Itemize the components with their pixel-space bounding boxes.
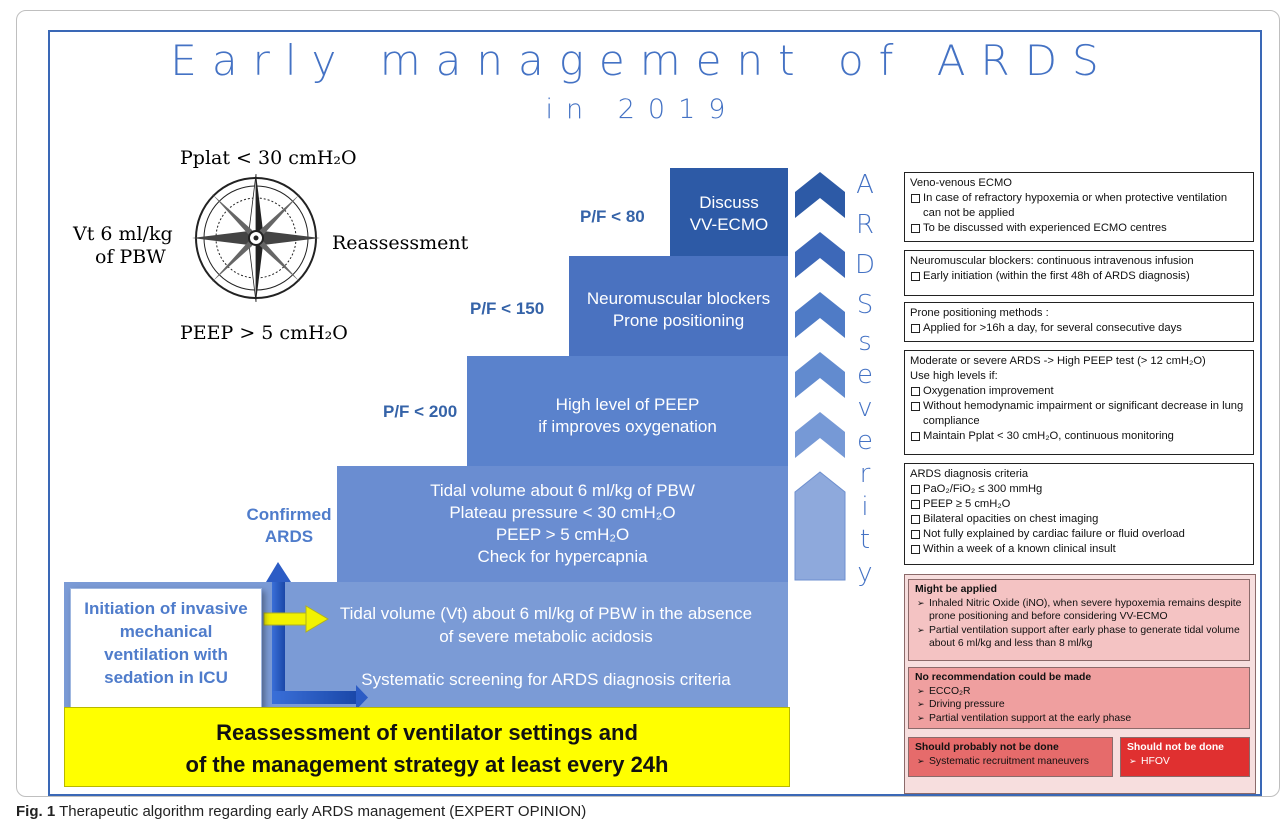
initiation-box: Initiation of invasive mechanical ventil… bbox=[70, 588, 262, 722]
severity-chevrons-icon bbox=[794, 172, 846, 581]
severity-letter: A bbox=[856, 170, 874, 200]
severity-letter: e bbox=[857, 426, 873, 456]
step-confirmed: Tidal volume about 6 ml/kg of PBW Platea… bbox=[337, 466, 788, 582]
might-item: Inhaled Nitric Oxide (iNO), when severe … bbox=[915, 597, 1243, 624]
compass-left-label-1: Vt 6 ml/kg bbox=[73, 223, 173, 245]
subtitle: in 2019 bbox=[545, 94, 739, 125]
pf200-label: P/F < 200 bbox=[383, 402, 458, 421]
severity-letter: i bbox=[861, 492, 869, 522]
step-base-line2: of severe metabolic acidosis bbox=[439, 627, 653, 646]
prone-box: Prone positioning methods : Applied for … bbox=[904, 302, 1254, 342]
figure-panel bbox=[48, 30, 1262, 796]
step-confirmed-line2: Plateau pressure < 30 cmH₂O bbox=[449, 503, 676, 522]
step-pf80-line2: VV-ECMO bbox=[689, 215, 769, 234]
step-pf200-line1: High level of PEEP bbox=[555, 395, 700, 414]
severity-letter: t bbox=[859, 525, 871, 555]
reassessment-line1: Reassessment of ventilator settings and bbox=[216, 720, 638, 745]
step-pf200: High level of PEEP if improves oxygenati… bbox=[467, 356, 788, 466]
criteria-item: PaO₂/FiO₂ ≤ 300 mmHg bbox=[910, 482, 1248, 497]
ecmo-item: In case of refractory hypoxemia or when … bbox=[910, 191, 1248, 221]
norec-box: No recommendation could be made ECCO₂R D… bbox=[908, 667, 1250, 729]
severity-letter: y bbox=[857, 558, 873, 588]
criteria-item: Not fully explained by cardiac failure o… bbox=[910, 527, 1248, 542]
might-title: Might be applied bbox=[915, 584, 997, 595]
pathway-arrows-icon bbox=[266, 562, 368, 710]
step-pf150: Neuromuscular blockers Prone positioning bbox=[569, 256, 788, 356]
compass-rose-icon bbox=[190, 172, 322, 304]
peep-title: Moderate or severe ARDS -> High PEEP tes… bbox=[910, 355, 1206, 367]
caption-text: Therapeutic algorithm regarding early AR… bbox=[59, 803, 587, 820]
criteria-item: Bilateral opacities on chest imaging bbox=[910, 512, 1248, 527]
criteria-item: Within a week of a known clinical insult bbox=[910, 542, 1248, 557]
yellow-arrow-icon bbox=[263, 605, 329, 633]
not-item: HFOV bbox=[1127, 755, 1243, 769]
reassessment-banner: Reassessment of ventilator settings and … bbox=[64, 707, 790, 787]
norec-item: Driving pressure bbox=[915, 698, 1243, 712]
step-pf200-line2: if improves oxygenation bbox=[538, 417, 717, 436]
peep-box: Moderate or severe ARDS -> High PEEP tes… bbox=[904, 350, 1254, 455]
severity-letter: D bbox=[854, 250, 876, 280]
norec-item: Partial ventilation support at the early… bbox=[915, 712, 1243, 726]
prone-title: Prone positioning methods : bbox=[910, 307, 1049, 319]
prone-item: Applied for >16h a day, for several cons… bbox=[910, 321, 1248, 336]
nmb-box: Neuromuscular blockers: continuous intra… bbox=[904, 250, 1254, 296]
step-base-line3: Systematic screening for ARDS diagnosis … bbox=[361, 670, 731, 689]
criteria-title: ARDS diagnosis criteria bbox=[910, 468, 1029, 480]
severity-letter: S bbox=[856, 290, 874, 320]
nmb-item: Early initiation (within the first 48h o… bbox=[910, 269, 1248, 284]
probnot-item: Systematic recruitment maneuvers bbox=[915, 755, 1106, 769]
pf150-label: P/F < 150 bbox=[470, 299, 545, 318]
reassessment-line2: of the management strategy at least ever… bbox=[185, 752, 669, 777]
criteria-item: PEEP ≥ 5 cmH₂O bbox=[910, 497, 1248, 512]
severity-letter: R bbox=[855, 210, 875, 240]
probnot-box: Should probably not be done Systematic r… bbox=[908, 737, 1113, 777]
norec-item: ECCO₂R bbox=[915, 685, 1243, 699]
nmb-title: Neuromuscular blockers: continuous intra… bbox=[910, 255, 1194, 267]
initiation-text: Initiation of invasive mechanical ventil… bbox=[84, 599, 248, 687]
compass-bottom-label: PEEP > 5 cmH₂O bbox=[180, 322, 348, 344]
compass-top-label: Pplat < 30 cmH₂O bbox=[180, 147, 357, 169]
severity-letter: v bbox=[857, 393, 873, 423]
peep-subtitle: Use high levels if: bbox=[910, 370, 998, 382]
step-pf80-line1: Discuss bbox=[699, 193, 759, 212]
might-item: Partial ventilation support after early … bbox=[915, 624, 1243, 651]
pf80-label: P/F < 80 bbox=[580, 207, 645, 226]
severity-letter: s bbox=[858, 327, 872, 357]
step-confirmed-line3: PEEP > 5 cmH₂O bbox=[495, 525, 630, 544]
might-box: Might be applied Inhaled Nitric Oxide (i… bbox=[908, 579, 1250, 661]
compass-left-label-2: of PBW bbox=[95, 246, 166, 268]
ecmo-box: Veno-venous ECMO In case of refractory h… bbox=[904, 172, 1254, 242]
figure-frame bbox=[16, 10, 1280, 797]
probnot-title: Should probably not be done bbox=[915, 742, 1059, 753]
norec-title: No recommendation could be made bbox=[915, 672, 1092, 683]
ecmo-item: To be discussed with experienced ECMO ce… bbox=[910, 221, 1248, 236]
step-confirmed-line1: Tidal volume about 6 ml/kg of PBW bbox=[430, 481, 695, 500]
confirmed-ards-label-1: Confirmed bbox=[246, 505, 332, 524]
step-confirmed-line4: Check for hypercapnia bbox=[477, 547, 648, 566]
severity-letter: r bbox=[859, 459, 871, 489]
step-pf150-line2: Prone positioning bbox=[612, 311, 745, 330]
step-base-line1: Tidal volume (Vt) about 6 ml/kg of PBW i… bbox=[339, 604, 753, 623]
peep-item: Maintain Pplat < 30 cmH₂O, continuous mo… bbox=[910, 429, 1248, 444]
peep-item: Oxygenation improvement bbox=[910, 384, 1248, 399]
compass-right-label: Reassessment bbox=[332, 232, 469, 254]
caption-label: Fig. 1 bbox=[16, 803, 56, 820]
step-pf150-line1: Neuromuscular blockers bbox=[586, 289, 771, 308]
main-title: Early management of ARDS bbox=[170, 36, 1114, 85]
step-pf80: Discuss VV-ECMO bbox=[670, 168, 788, 256]
figure-caption: Fig. 1 Therapeutic algorithm regarding e… bbox=[16, 803, 586, 820]
severity-letter: e bbox=[857, 360, 873, 390]
criteria-box: ARDS diagnosis criteria PaO₂/FiO₂ ≤ 300 … bbox=[904, 463, 1254, 565]
ecmo-title: Veno-venous ECMO bbox=[910, 177, 1012, 189]
not-title: Should not be done bbox=[1127, 742, 1224, 753]
not-box: Should not be done HFOV bbox=[1120, 737, 1250, 777]
confirmed-ards-label-2: ARDS bbox=[264, 527, 314, 546]
peep-item: Without hemodynamic impairment or signif… bbox=[910, 399, 1248, 429]
